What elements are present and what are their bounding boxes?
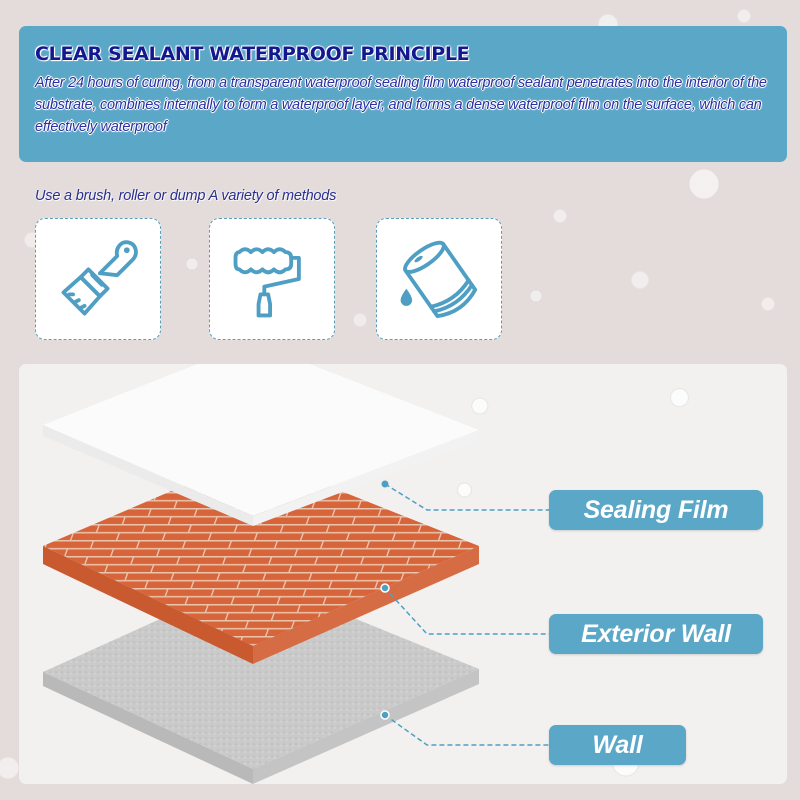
page-title: CLEAR SEALANT WATERPROOF PRINCIPLE	[35, 43, 470, 65]
sealing-film-marker	[381, 480, 389, 488]
exterior-wall-marker	[380, 583, 390, 593]
layer-stack-illustration	[43, 364, 549, 784]
paintbrush-icon	[61, 240, 138, 316]
paint-roller-icon	[233, 247, 301, 318]
methods-caption: Use a brush, roller or dump A variety of…	[35, 188, 337, 204]
method-tile-brush	[35, 218, 161, 340]
header-panel: CLEAR SEALANT WATERPROOF PRINCIPLE After…	[19, 26, 787, 162]
layer-diagram-panel: Sealing Film Exterior Wall Wall	[19, 364, 787, 784]
wall-marker	[380, 710, 390, 720]
label-exterior-wall: Exterior Wall	[549, 614, 763, 654]
paint-can-pour-icon	[400, 240, 478, 319]
sealing-film-layer	[43, 364, 479, 526]
exterior-wall-layer	[43, 456, 479, 664]
wall-layer	[43, 577, 479, 784]
method-tile-dump	[376, 218, 502, 340]
principle-description: After 24 hours of curing, from a transpa…	[35, 75, 767, 135]
method-tile-roller	[209, 218, 335, 340]
label-wall: Wall	[549, 725, 686, 765]
label-sealing-film: Sealing Film	[549, 490, 763, 530]
